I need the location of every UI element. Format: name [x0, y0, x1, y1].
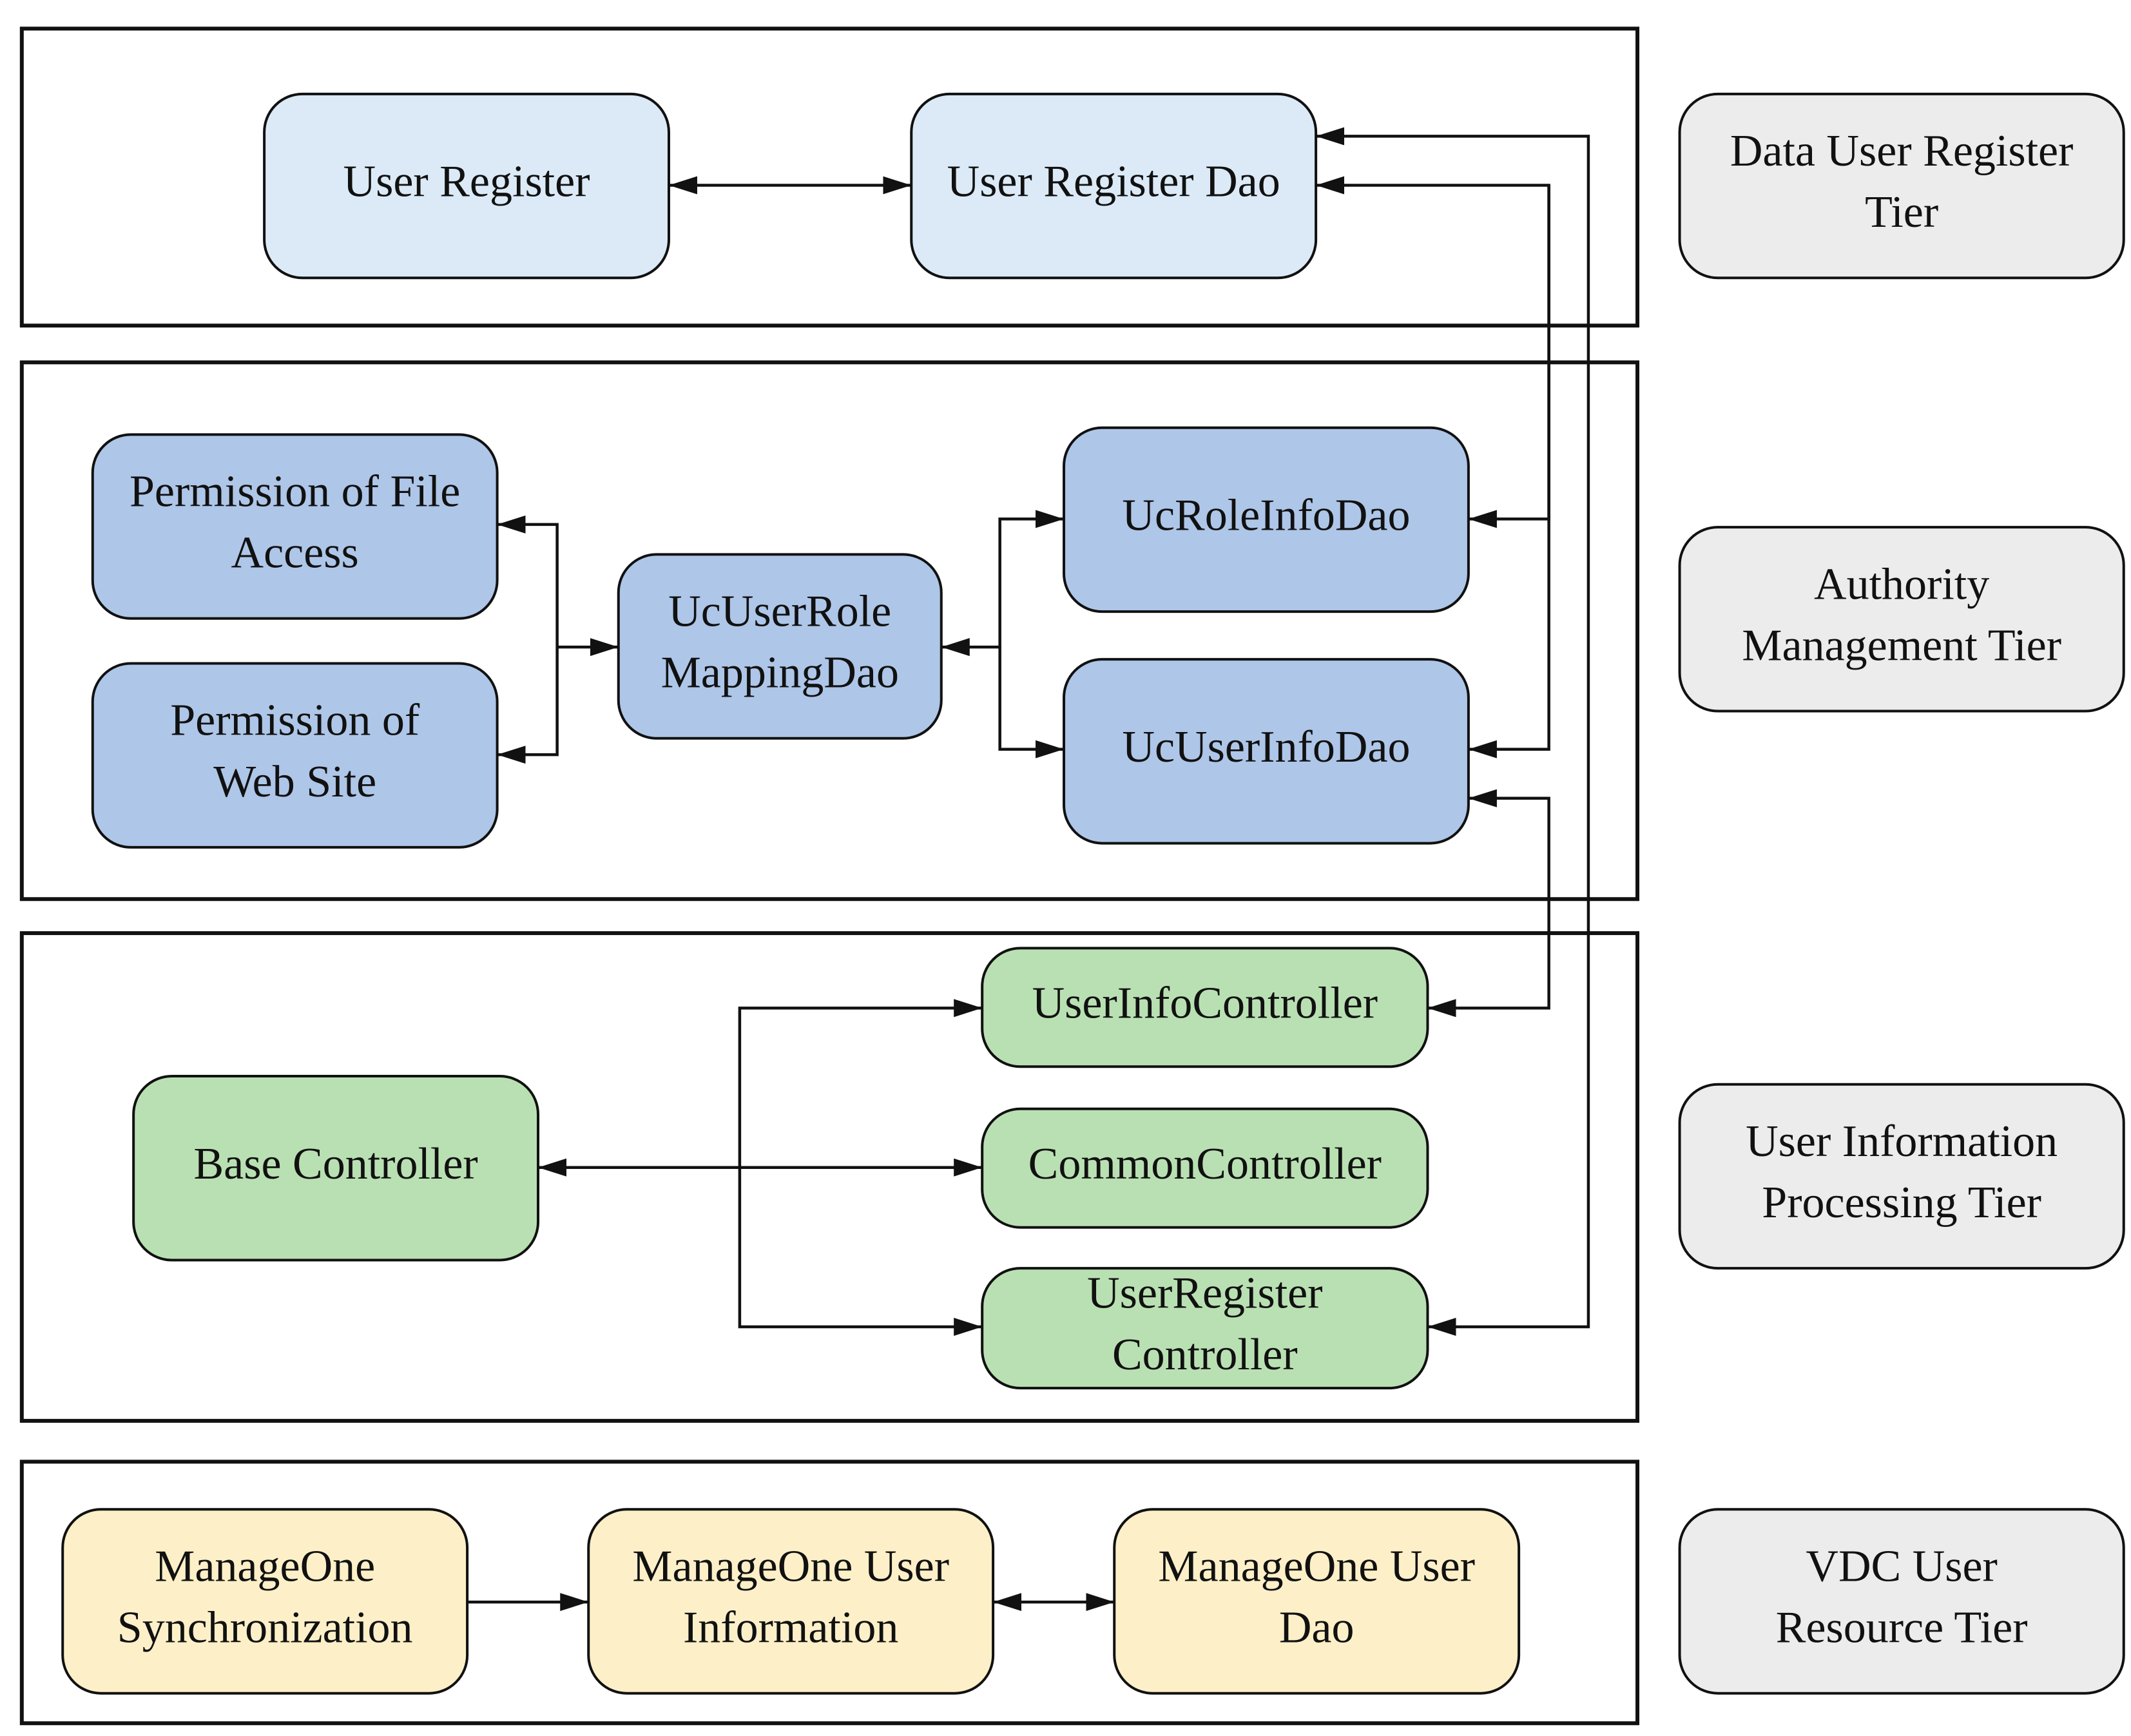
tier-label-vdc-user-resource-text-0: VDC User	[1806, 1542, 1997, 1592]
node-uc-user-info-dao-text-0: UcUserInfoDao	[1122, 722, 1410, 772]
connector-register-dao-to-register-controller	[1316, 127, 1590, 1336]
tier-label-authority-management-box	[1678, 526, 2125, 713]
node-user-info-controller: UserInfoController	[981, 947, 1429, 1068]
node-permission-web-site-text-0: Permission of	[170, 696, 420, 746]
node-user-register-controller-text-0: UserRegister	[1087, 1269, 1322, 1318]
node-uc-user-role-mapping-dao-text-1: MappingDao	[661, 648, 899, 698]
tier-label-vdc-user-resource-text-1: Resource Tier	[1776, 1603, 2028, 1653]
connector-base-to-info-controller	[738, 999, 983, 1168]
node-permission-file-access-box	[91, 433, 499, 620]
tier-frame-user-information-processing	[19, 931, 1640, 1423]
tier-label-authority-management-text-1: Management Tier	[1742, 621, 2061, 670]
node-manageone-user-dao-box	[1113, 1508, 1521, 1695]
node-uc-user-info-dao: UcUserInfoDao	[1063, 658, 1470, 845]
node-uc-user-role-mapping-dao-text-0: UcUserRole	[668, 587, 891, 637]
tier-label-authority-management-text-0: Authority	[1814, 559, 1989, 609]
tier-frame-vdc-user-resource	[19, 1460, 1640, 1726]
node-manageone-user-information-box	[587, 1508, 995, 1695]
node-common-controller: CommonController	[981, 1107, 1429, 1229]
tier-label-user-information-processing-text-1: Processing Tier	[1762, 1178, 2041, 1228]
tier-frame-authority-management	[19, 360, 1640, 902]
connector-register-dao-to-user-info-dao	[1468, 185, 1550, 758]
node-manageone-synchronization-text-0: ManageOne	[155, 1542, 375, 1592]
connector-user-info-dao-to-info-controller	[1427, 789, 1550, 1017]
node-uc-role-info-dao-text-0: UcRoleInfoDao	[1122, 491, 1410, 541]
tier-label-data-user-register-box	[1678, 92, 2125, 280]
connector-mapping-to-user-info-dao	[998, 647, 1065, 758]
node-user-register-dao: User Register Dao	[910, 92, 1318, 280]
tier-label-user-information-processing-box	[1678, 1083, 2125, 1270]
node-permission-web-site: Permission of Web Site	[91, 662, 499, 849]
node-uc-user-role-mapping-dao-box	[617, 553, 943, 740]
node-common-controller-text-0: CommonController	[1028, 1139, 1382, 1189]
node-permission-web-site-box	[91, 662, 499, 849]
connector-mapping-to-role-info	[941, 510, 1065, 657]
tier-label-data-user-register-text-1: Tier	[1865, 188, 1938, 237]
tier-label-user-information-processing-text-0: User Information	[1746, 1117, 2058, 1166]
tier-label-vdc-user-resource-box	[1678, 1508, 2125, 1695]
tier-frame-data-user-register	[19, 26, 1640, 328]
node-permission-file-access-text-1: Access	[231, 528, 359, 578]
node-base-controller-text-0: Base Controller	[193, 1139, 477, 1189]
connector-permission-file-access	[497, 515, 559, 764]
node-manageone-user-dao-text-0: ManageOne User	[1158, 1542, 1475, 1592]
node-permission-web-site-text-1: Web Site	[213, 757, 376, 807]
node-user-info-controller-text-0: UserInfoController	[1032, 978, 1378, 1028]
node-manageone-user-information-text-0: ManageOne User	[632, 1542, 949, 1592]
node-manageone-synchronization-box	[61, 1508, 469, 1695]
tier-label-data-user-register-text-0: Data User Register	[1730, 126, 2074, 176]
node-permission-file-access-text-0: Permission of File	[130, 467, 460, 517]
node-manageone-synchronization-text-1: Synchronization	[117, 1603, 413, 1653]
node-user-register: User Register	[263, 92, 670, 280]
node-manageone-user-information-text-1: Information	[683, 1603, 898, 1653]
node-user-register-controller-text-1: Controller	[1112, 1330, 1298, 1380]
node-user-register-text-0: User Register	[343, 157, 590, 207]
node-user-register-dao-text-0: User Register Dao	[947, 157, 1280, 207]
node-uc-role-info-dao: UcRoleInfoDao	[1063, 426, 1470, 613]
connector-base-to-register-controller	[738, 1167, 983, 1336]
node-base-controller: Base Controller	[132, 1075, 540, 1262]
node-manageone-user-dao-text-1: Dao	[1279, 1603, 1355, 1653]
node-base-controller-box	[132, 1075, 540, 1262]
